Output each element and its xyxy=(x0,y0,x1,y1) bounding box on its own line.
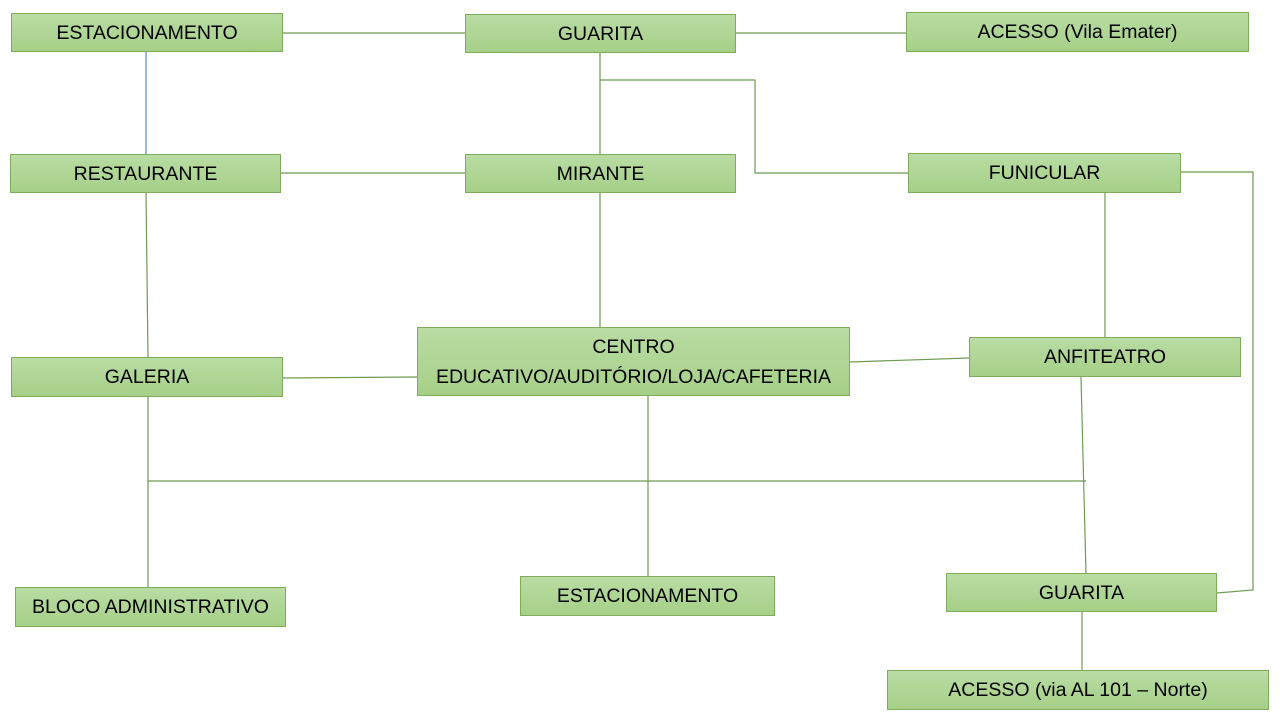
node-label: GUARITA xyxy=(1038,581,1125,604)
node-galeria: GALERIA xyxy=(11,357,283,397)
node-restaurante: RESTAURANTE xyxy=(10,154,281,193)
node-label: ESTACIONAMENTO xyxy=(56,21,238,44)
node-label: FUNICULAR xyxy=(988,162,1101,184)
node-funicular: FUNICULAR xyxy=(908,153,1181,193)
node-bloco-administrativo: BLOCO ADMINISTRATIVO xyxy=(15,587,286,627)
node-label: CENTRO EDUCATIVO/AUDITÓRIO/LOJA/CAFETERI… xyxy=(435,335,832,388)
connector-funicular-guarita-bottom xyxy=(1181,171,1254,594)
node-label: ANFITEATRO xyxy=(1043,346,1167,368)
node-acesso-vila-emater: ACESSO (Vila Emater) xyxy=(906,12,1249,52)
connector-guarita-funicular xyxy=(600,79,909,174)
node-estacionamento-top: ESTACIONAMENTO xyxy=(11,13,283,52)
node-estacionamento-bottom: ESTACIONAMENTO xyxy=(520,576,775,616)
node-guarita-bottom: GUARITA xyxy=(946,573,1217,612)
connector-anfiteatro-guarita-bottom xyxy=(1080,376,1087,575)
node-label: GALERIA xyxy=(104,366,190,388)
node-label: ACESSO (via AL 101 – Norte) xyxy=(948,679,1208,701)
node-label: RESTAURANTE xyxy=(73,162,218,185)
node-anfiteatro: ANFITEATRO xyxy=(969,337,1241,377)
connector-galeria-centro xyxy=(282,376,419,379)
node-label: MIRANTE xyxy=(556,162,645,185)
node-label: GUARITA xyxy=(557,22,644,45)
node-label: BLOCO ADMINISTRATIVO xyxy=(32,596,269,618)
node-label: ACESSO (Vila Emater) xyxy=(977,21,1178,43)
node-label: ESTACIONAMENTO xyxy=(556,585,739,607)
node-mirante: MIRANTE xyxy=(465,154,736,193)
node-acesso-via-al101-norte: ACESSO (via AL 101 – Norte) xyxy=(887,670,1269,710)
node-centro-educativo: CENTRO EDUCATIVO/AUDITÓRIO/LOJA/CAFETERI… xyxy=(417,327,850,396)
connector-restaurante-galeria xyxy=(145,191,149,359)
connector-centro-anfiteatro xyxy=(849,357,970,363)
node-guarita-top: GUARITA xyxy=(465,14,736,53)
